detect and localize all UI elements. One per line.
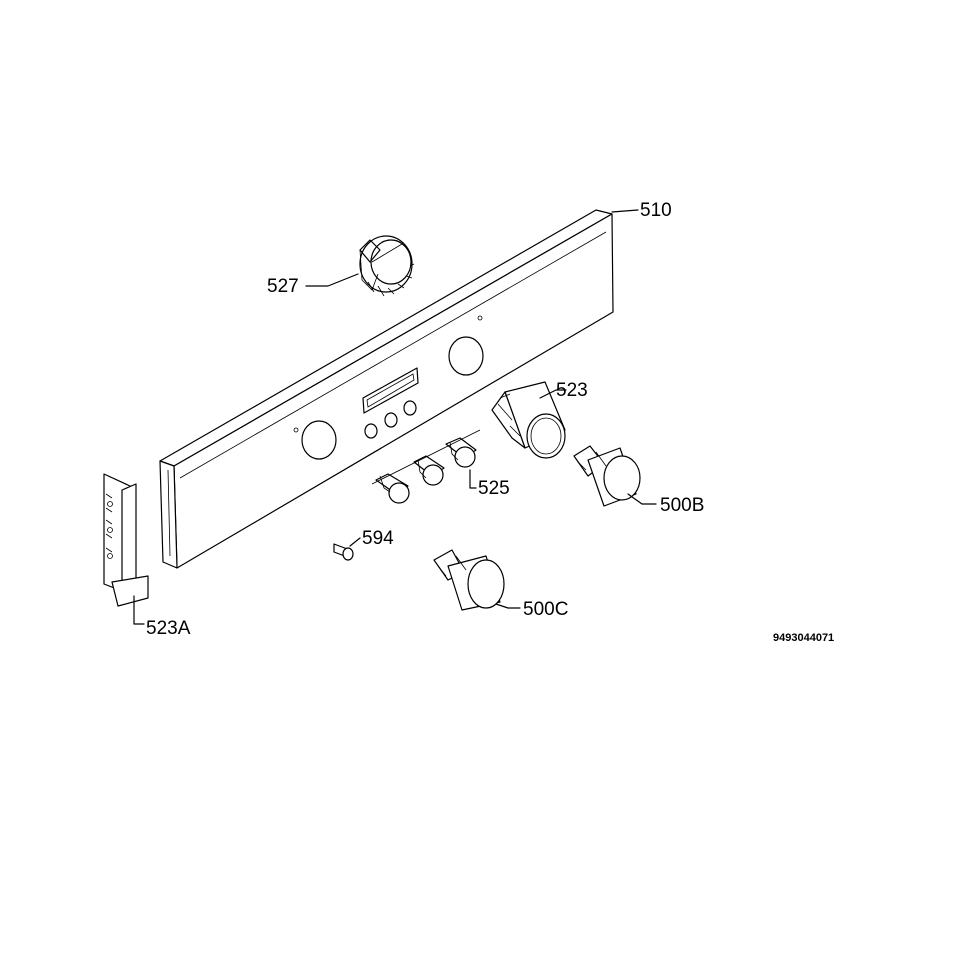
control-panel-510[interactable] <box>159 209 614 569</box>
knob-500C[interactable] <box>433 549 505 611</box>
ring-527[interactable] <box>359 235 415 297</box>
label-523A: 523A <box>146 618 191 639</box>
drawing-code: 9493044071 <box>773 632 834 644</box>
label-527: 527 <box>267 276 299 297</box>
label-525: 525 <box>478 478 510 499</box>
knob-500B[interactable] <box>573 445 641 507</box>
label-500C: 500C <box>523 599 568 620</box>
label-523: 523 <box>556 380 588 401</box>
label-500B: 500B <box>660 495 704 516</box>
knob-skirt-523[interactable] <box>491 381 566 459</box>
leader-lines <box>133 209 657 625</box>
pin-594[interactable] <box>333 543 354 561</box>
bracket-523A[interactable] <box>103 473 149 607</box>
label-510: 510 <box>640 200 672 221</box>
push-buttons-525[interactable] <box>371 429 481 504</box>
label-594: 594 <box>362 528 394 549</box>
